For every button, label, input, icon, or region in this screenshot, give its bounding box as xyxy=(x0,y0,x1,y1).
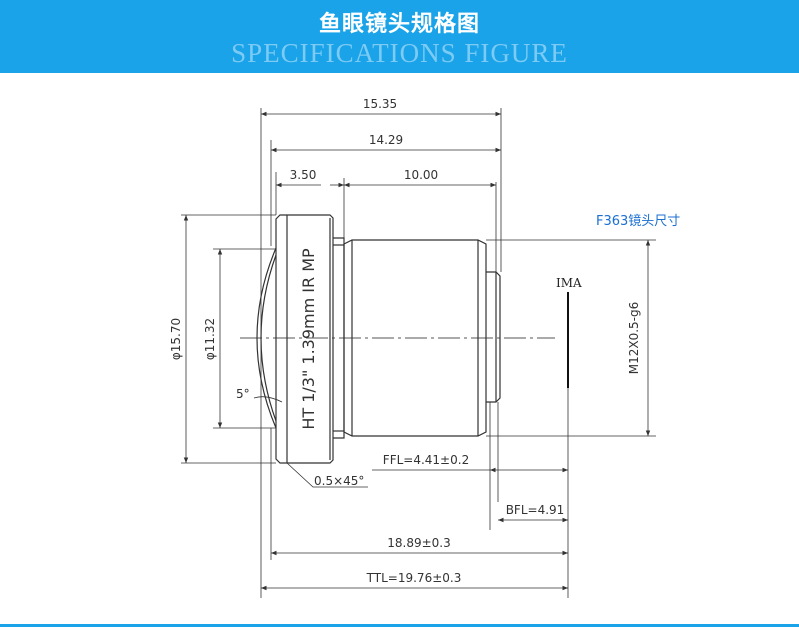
dim-body: 10.00 xyxy=(404,168,438,182)
image-plane-label: IMA xyxy=(556,276,582,290)
image-plane-marker: IMA xyxy=(556,276,582,388)
angle-label: 5° xyxy=(236,387,250,401)
dim-bfl: BFL=4.91 xyxy=(506,503,565,517)
page-subtitle: SPECIFICATIONS FIGURE xyxy=(231,38,568,68)
dim-ttl: TTL=19.76±0.3 xyxy=(366,571,462,585)
dim-length: 18.89±0.3 xyxy=(387,536,451,550)
dim-ffl: FFL=4.41±0.2 xyxy=(383,453,469,467)
footer-divider xyxy=(0,624,799,627)
model-size-label: F363镜头尺寸 xyxy=(596,214,680,229)
dim-top-second: 14.29 xyxy=(369,133,403,147)
dim-outer-diameter: φ15.70 xyxy=(169,318,183,360)
chamfer-label: 0.5×45° xyxy=(314,474,364,488)
thread-spec-label: M12X0.5-g6 xyxy=(627,302,641,375)
header-banner: 鱼眼镜头规格图 SPECIFICATIONS FIGURE xyxy=(0,0,799,73)
extension-lines xyxy=(181,108,656,598)
lens-marking-text: HT 1/3" 1.39mm IR MP xyxy=(299,248,318,430)
lens-body-outline xyxy=(256,214,501,464)
page-title: 鱼眼镜头规格图 xyxy=(318,11,480,37)
dim-top-overall: 15.35 xyxy=(363,97,397,111)
dim-inner-diameter: φ11.32 xyxy=(203,318,217,360)
dimension-lines xyxy=(183,111,651,591)
dim-flange: 3.50 xyxy=(290,168,317,182)
